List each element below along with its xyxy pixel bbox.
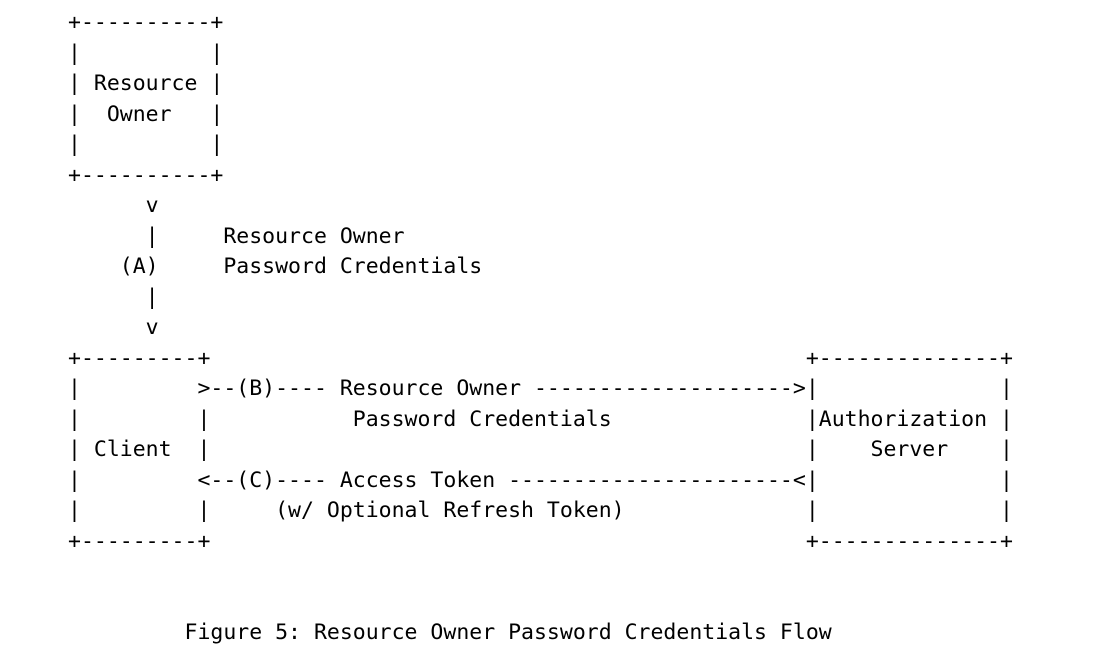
ascii-diagram: +----------+ | | | Resource | | Owner | … <box>68 10 1013 645</box>
figure-container: +----------+ | | | Resource | | Owner | … <box>68 10 1013 645</box>
